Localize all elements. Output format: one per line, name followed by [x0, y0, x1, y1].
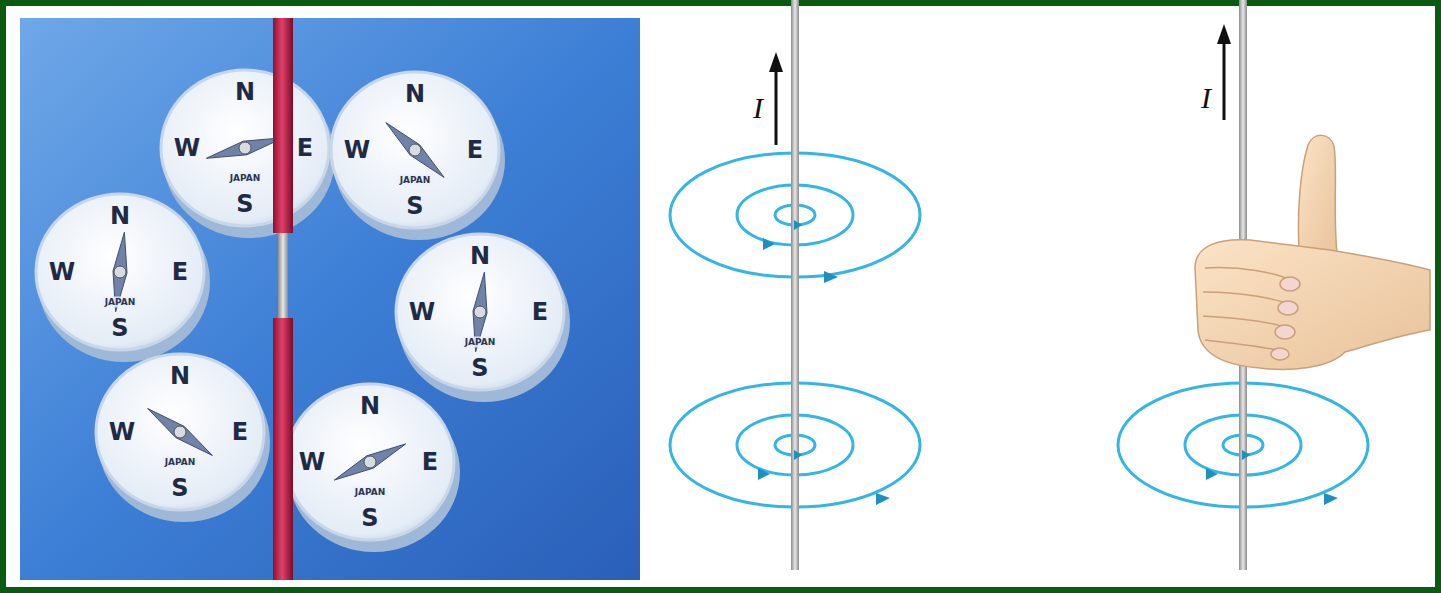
current-arrowhead: [769, 52, 783, 72]
compass-face: [286, 384, 454, 540]
compass-letter: N: [405, 82, 425, 106]
compass-brand: JAPAN: [463, 337, 498, 348]
compass-letter: E: [172, 260, 188, 284]
compass-needle: [148, 409, 213, 456]
compass-brand: JAPAN: [398, 175, 433, 186]
compass-face: [161, 70, 329, 226]
compass-letter: S: [361, 506, 378, 530]
compass-brand: JAPAN: [163, 457, 198, 468]
compass-letter: N: [360, 394, 380, 418]
compass-letter: N: [170, 364, 190, 388]
compass-letter: W: [174, 136, 200, 160]
current-label: I: [753, 93, 763, 123]
compass-letter: N: [235, 80, 255, 104]
compass-letter: S: [171, 476, 188, 500]
compass-letter: W: [344, 138, 370, 162]
needle-pivot: [114, 266, 126, 278]
compass-face: [36, 194, 204, 350]
compass-letter: S: [236, 192, 253, 216]
compass-letter: W: [49, 260, 75, 284]
compass-letter: W: [409, 300, 435, 324]
compass-letter: E: [297, 136, 313, 160]
wire: [791, 0, 799, 570]
needle-pivot: [174, 426, 186, 438]
current-arrow: [1223, 42, 1226, 120]
needle-pivot: [474, 306, 486, 318]
bare-wire: [278, 233, 288, 318]
compass-letter: E: [467, 138, 483, 162]
compass-needle: [334, 444, 405, 480]
compass-brand: JAPAN: [353, 487, 388, 498]
compass-needle: [206, 138, 283, 159]
field-arrowheads: [758, 220, 890, 505]
compass-face: [331, 72, 499, 228]
compass-letter: E: [422, 450, 438, 474]
compass-letter: S: [406, 194, 423, 218]
compass-face: [96, 354, 264, 510]
compass-letter: S: [471, 356, 488, 380]
photo-background: [20, 18, 640, 580]
current-arrow: [775, 70, 778, 145]
compass-letter: N: [110, 204, 130, 228]
compass-letter: E: [532, 300, 548, 324]
needle-pivot: [364, 456, 376, 468]
compass-brand: JAPAN: [103, 297, 138, 308]
insulated-wire: [273, 318, 293, 580]
compass-needle: [386, 123, 444, 178]
current-label: I: [1201, 83, 1211, 113]
frame: [3, 3, 1438, 590]
compass-face: [396, 234, 564, 390]
field-arrowheads: [1206, 450, 1338, 505]
compass-letter: N: [470, 244, 490, 268]
current-arrowhead: [1217, 24, 1231, 44]
compass-letter: S: [111, 316, 128, 340]
compass-letter: E: [232, 420, 248, 444]
compass-brand: JAPAN: [228, 173, 263, 184]
needle-pivot: [239, 142, 251, 154]
compass-letter: W: [109, 420, 135, 444]
compass-group: [36, 70, 570, 552]
right-hand: [1195, 135, 1430, 369]
needle-pivot: [409, 144, 421, 156]
compass-letter: W: [299, 450, 325, 474]
insulated-wire: [273, 18, 293, 233]
